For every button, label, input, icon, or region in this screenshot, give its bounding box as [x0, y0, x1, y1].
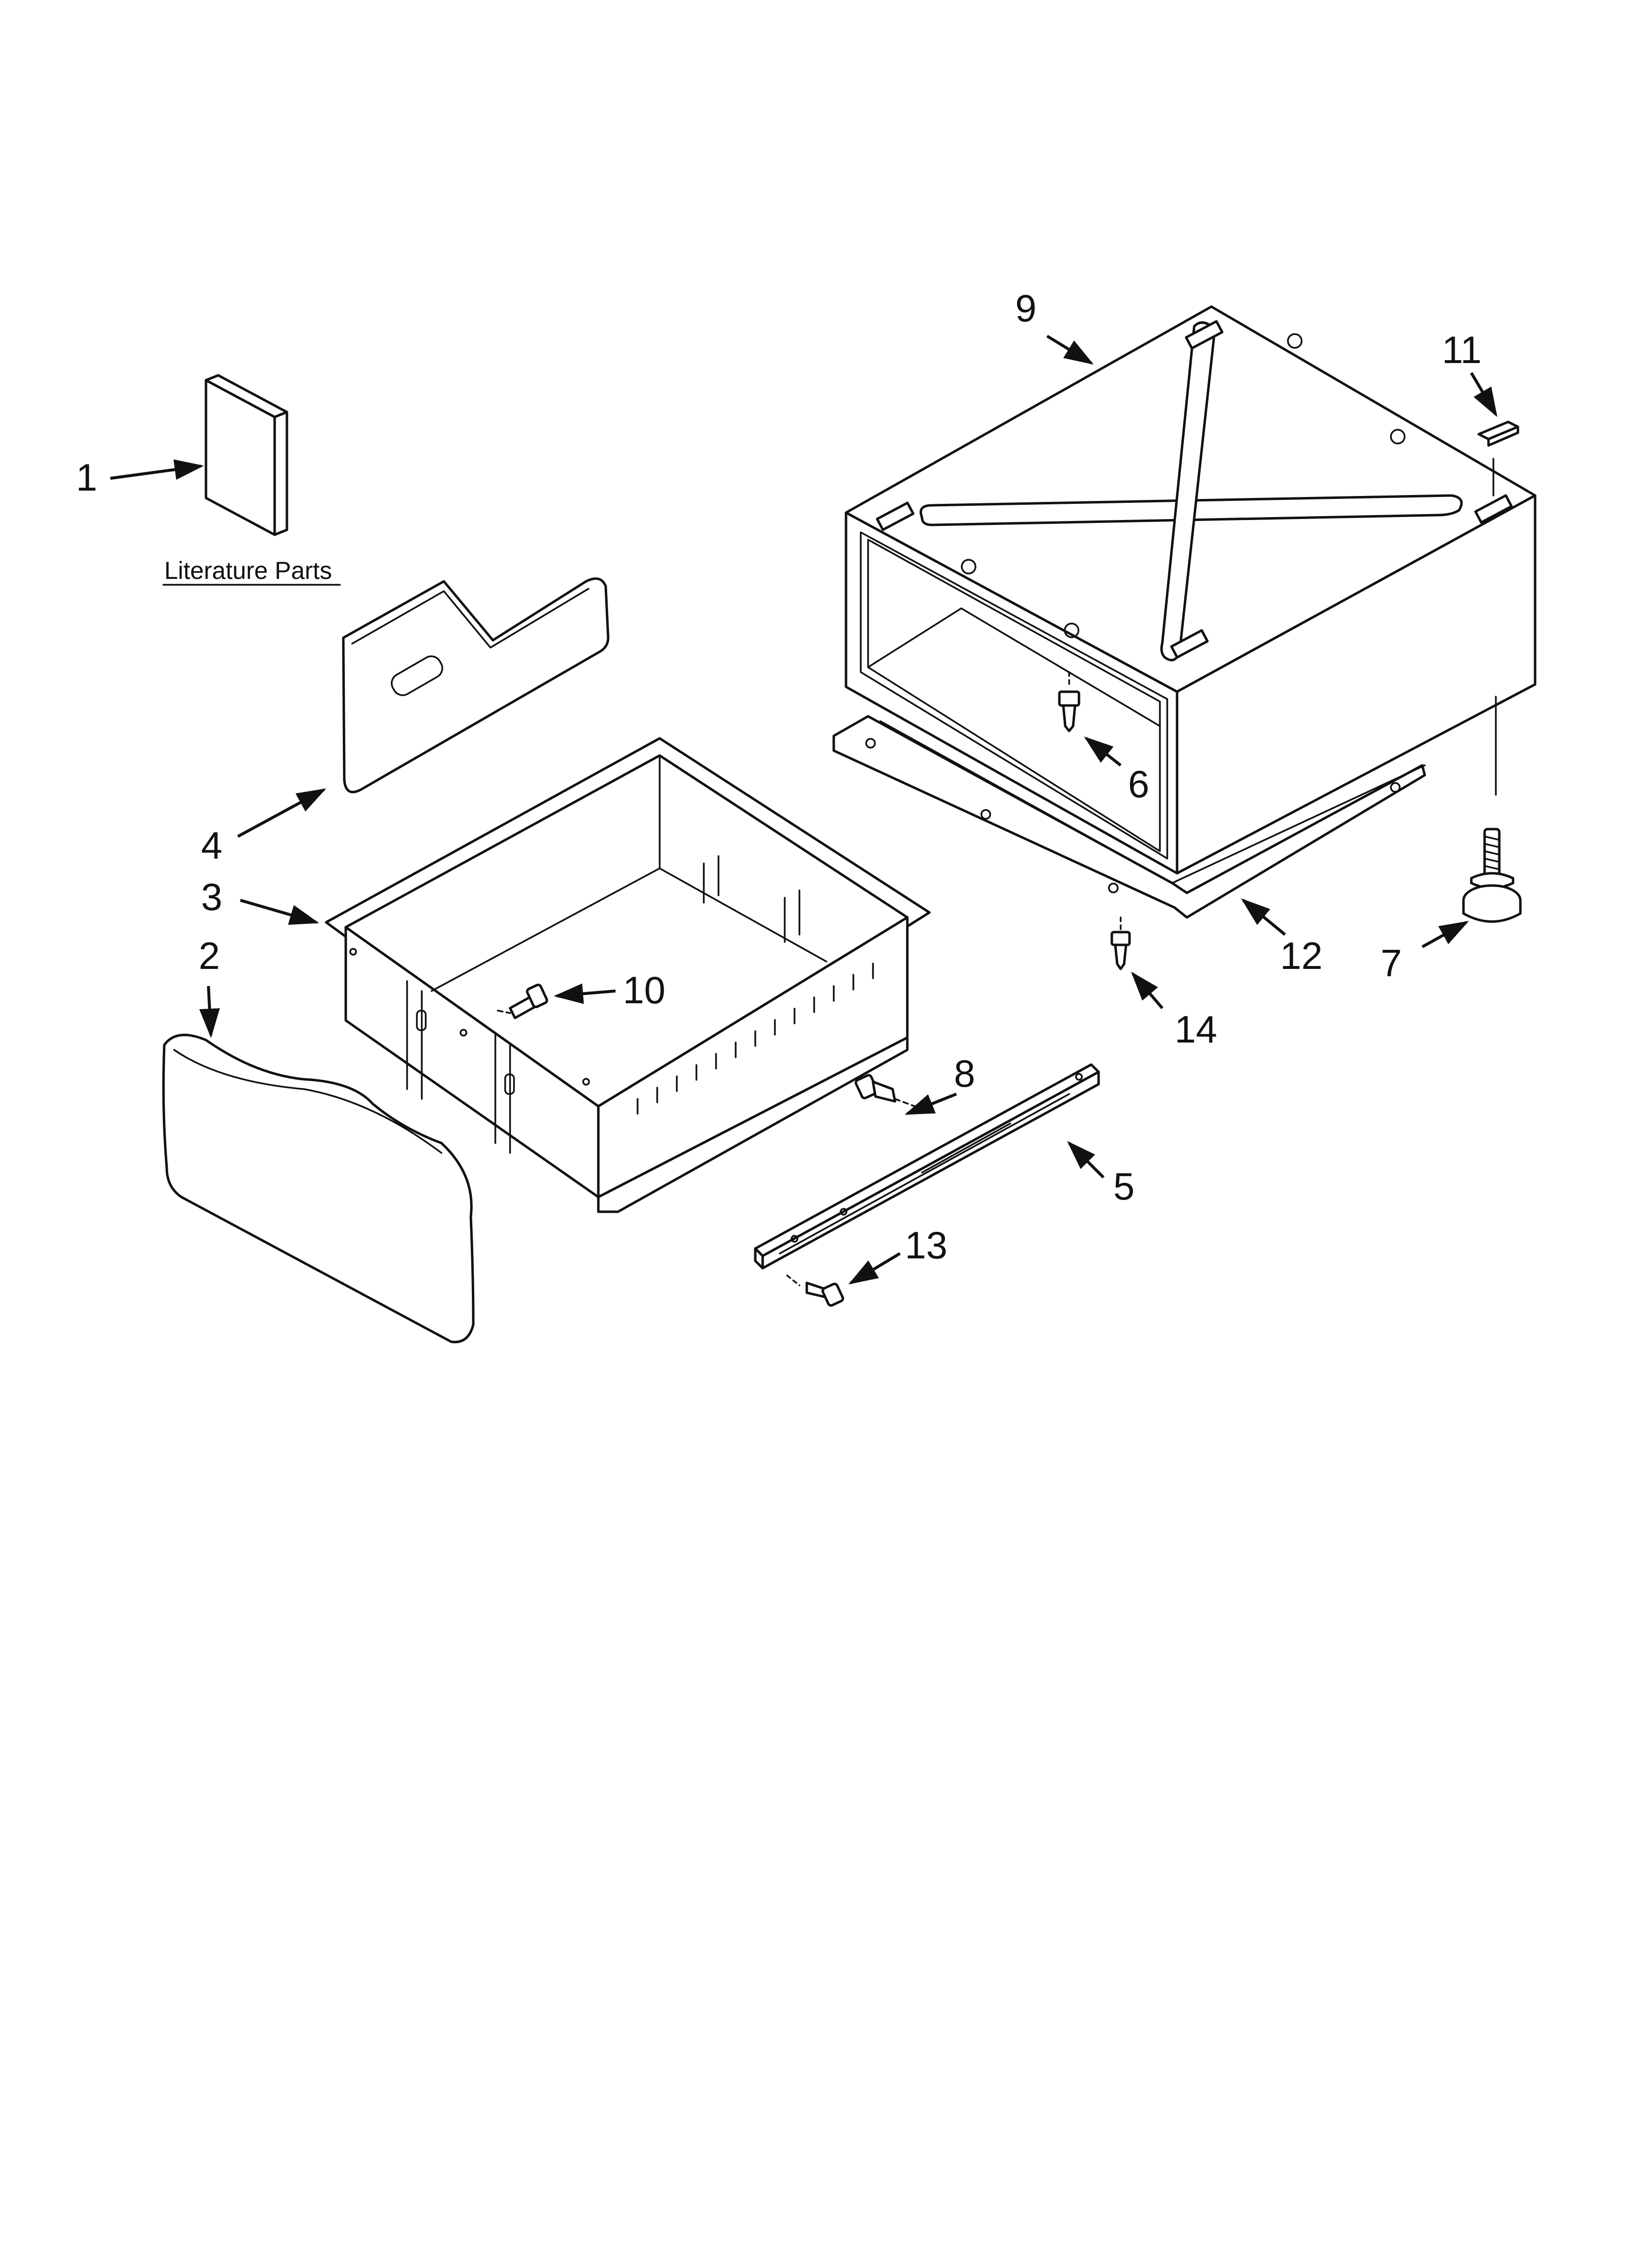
callout-14: 14: [1175, 1008, 1217, 1051]
callout-12: 12: [1280, 934, 1323, 977]
bin-screw: [497, 984, 548, 1019]
divider-panel: [342, 577, 610, 793]
callout-5: 5: [1113, 1165, 1134, 1208]
literature-parts-label: Literature Parts: [164, 557, 332, 584]
base-screw: [1110, 916, 1131, 970]
slide-rail: [754, 1063, 1100, 1270]
callout-10: 10: [623, 968, 666, 1012]
callout-3: 3: [201, 875, 222, 918]
callout-13: 13: [905, 1224, 948, 1267]
literature-parts-booklet: [205, 374, 288, 536]
rail-lower-screw: [786, 1275, 845, 1307]
drawer-front: [162, 1034, 475, 1344]
callout-6: 6: [1128, 762, 1149, 806]
callout-9: 9: [1015, 287, 1036, 330]
callout-arrows: [110, 335, 1498, 1285]
callout-11: 11: [1442, 328, 1482, 371]
callout-1: 1: [76, 456, 97, 499]
callout-7: 7: [1381, 941, 1402, 985]
drawer-bin: [325, 737, 931, 1213]
callout-8: 8: [954, 1052, 975, 1095]
box-screw: [1058, 671, 1080, 732]
bin-ribs: [637, 963, 874, 1115]
rail-screw: [854, 1074, 916, 1107]
callout-4: 4: [201, 824, 222, 867]
rubber-pad: [1477, 420, 1519, 496]
leveling-leg: [1462, 696, 1522, 923]
base-plate: [832, 715, 1426, 919]
callout-2: 2: [199, 934, 220, 977]
pedestal-box: [845, 305, 1537, 875]
